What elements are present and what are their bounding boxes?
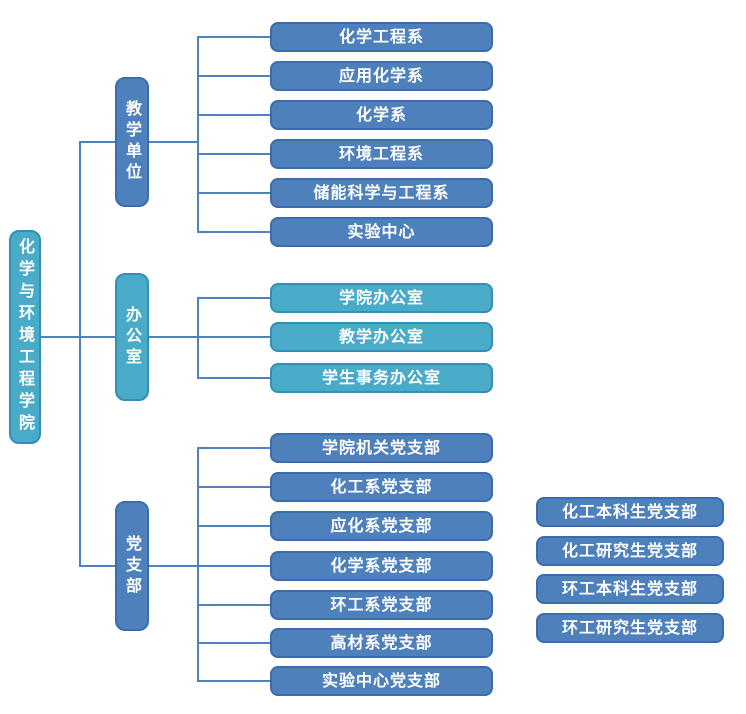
org-node-dept-energy-storage: 储能科学与工程系 bbox=[270, 178, 493, 208]
connector-g1-child4 bbox=[197, 153, 271, 155]
org-node-branch-college-organ: 学院机关党支部 bbox=[270, 433, 493, 463]
connector-group2-vertical bbox=[197, 297, 199, 379]
org-node-dept-chemical-engineering: 化学工程系 bbox=[270, 22, 493, 52]
connector-group3-left bbox=[79, 565, 117, 567]
org-node-branch-chemical-engineering: 化工系党支部 bbox=[270, 472, 493, 502]
connector-g1-child1 bbox=[197, 36, 271, 38]
org-node-group-teaching-units: 教学单位 bbox=[115, 77, 149, 207]
connector-group2-left bbox=[79, 336, 117, 338]
org-node-student-affairs-office: 学生事务办公室 bbox=[270, 363, 493, 393]
connector-g3-child5 bbox=[197, 604, 271, 606]
org-node-college-office: 学院办公室 bbox=[270, 283, 493, 313]
connector-g3-child2 bbox=[197, 486, 271, 488]
org-node-dept-chemistry: 化学系 bbox=[270, 100, 493, 130]
connector-g1-child2 bbox=[197, 75, 271, 77]
connector-group1-vertical bbox=[197, 36, 199, 233]
org-node-group-party-branches: 党支部 bbox=[115, 501, 149, 631]
org-node-branch-env-graduate: 环工研究生党支部 bbox=[536, 613, 724, 643]
org-node-branch-chem-undergraduate: 化工本科生党支部 bbox=[536, 497, 724, 527]
org-node-branch-polymer-materials: 高材系党支部 bbox=[270, 628, 493, 658]
connector-g3-child4 bbox=[197, 565, 271, 567]
connector-group3-vertical bbox=[197, 447, 199, 682]
org-node-dept-applied-chemistry: 应用化学系 bbox=[270, 61, 493, 91]
connector-g2-child2 bbox=[197, 336, 271, 338]
connector-g1-child5 bbox=[197, 192, 271, 194]
connector-g3-child7 bbox=[197, 680, 271, 682]
org-node-branch-env-undergraduate: 环工本科生党支部 bbox=[536, 574, 724, 604]
connector-g1-child6 bbox=[197, 231, 271, 233]
org-node-branch-applied-chemistry: 应化系党支部 bbox=[270, 511, 493, 541]
connector-group1-right bbox=[148, 141, 198, 143]
connector-g3-child1 bbox=[197, 447, 271, 449]
org-node-branch-environmental-engineering: 环工系党支部 bbox=[270, 590, 493, 620]
connector-g1-child3 bbox=[197, 114, 271, 116]
connector-group3-right bbox=[148, 565, 198, 567]
connector-group2-right bbox=[148, 336, 198, 338]
connector-g3-child6 bbox=[197, 642, 271, 644]
connector-g3-child3 bbox=[197, 525, 271, 527]
connector-root-horizontal bbox=[41, 336, 80, 338]
org-node-group-offices: 办公室 bbox=[115, 273, 149, 401]
org-node-branch-chem-graduate: 化工研究生党支部 bbox=[536, 536, 724, 566]
org-node-root: 化学与环境工程学院 bbox=[9, 230, 41, 444]
org-node-dept-environmental-engineering: 环境工程系 bbox=[270, 139, 493, 169]
connector-g2-child1 bbox=[197, 297, 271, 299]
org-node-teaching-office: 教学办公室 bbox=[270, 322, 493, 352]
org-node-experiment-center: 实验中心 bbox=[270, 217, 493, 247]
connector-trunk-vertical bbox=[79, 141, 81, 567]
org-node-branch-chemistry: 化学系党支部 bbox=[270, 551, 493, 581]
connector-g2-child3 bbox=[197, 377, 271, 379]
org-node-branch-experiment-center: 实验中心党支部 bbox=[270, 666, 493, 696]
connector-group1-left bbox=[79, 141, 117, 143]
